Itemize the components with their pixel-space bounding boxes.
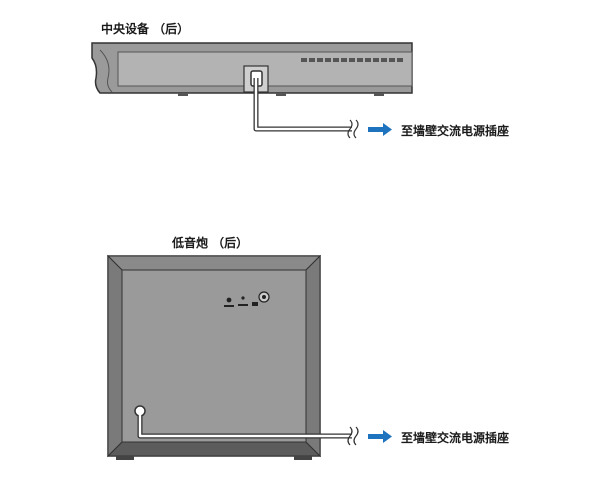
subwoofer-rear xyxy=(106,254,322,460)
center-unit-end-curve xyxy=(99,49,113,93)
center-unit-foot xyxy=(276,93,286,96)
center-outlet-label: 至墙壁交流电源插座 xyxy=(401,124,510,138)
arrow-right-icon xyxy=(368,123,392,136)
subwoofer-title: 低音炮 （后） xyxy=(172,236,249,250)
center-unit-foot xyxy=(374,93,384,96)
subwoofer-foot xyxy=(116,456,134,460)
status-led-icon xyxy=(241,296,245,300)
center-unit-rear xyxy=(91,42,413,96)
subwoofer-foot xyxy=(294,456,312,460)
center-power-cable xyxy=(253,78,359,139)
pairing-button-icon xyxy=(226,297,232,303)
subwoofer-power-cable xyxy=(137,415,359,446)
center-unit-vent xyxy=(301,58,403,62)
subwoofer-power-port xyxy=(134,405,146,417)
subwoofer-outlet-label: 至墙壁交流电源插座 xyxy=(401,431,510,445)
subwoofer-panel xyxy=(121,269,307,443)
arrow-right-icon xyxy=(368,430,392,443)
center-unit-foot xyxy=(178,93,188,96)
center-unit-title: 中央设备 （后） xyxy=(101,22,190,36)
